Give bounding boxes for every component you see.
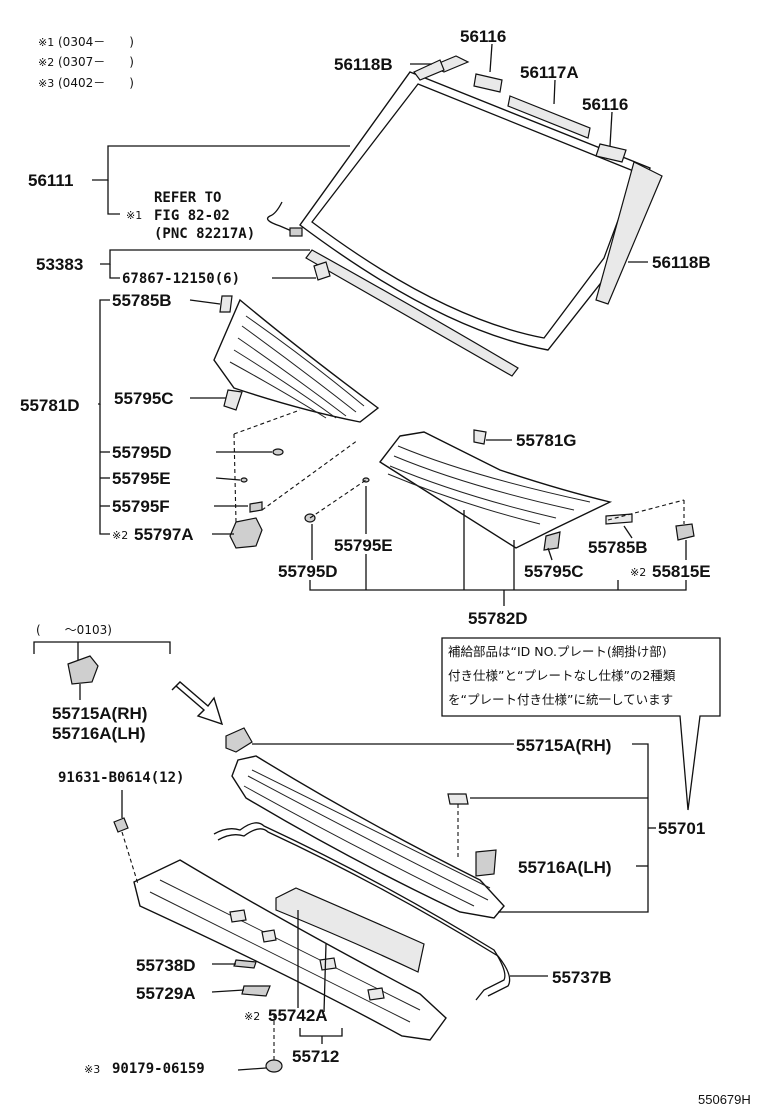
dashes-right [309,479,685,524]
period-label: ( ～0103) [36,623,112,637]
label-56116-top: 56116 [460,27,506,46]
leaders-cowl-right [309,439,687,606]
legend: ※1 (0304－ ) ※2 (0307－ ) ※3 (0402－ ) [38,35,134,90]
dashes-left [233,409,359,523]
bracket-rh [225,727,514,753]
label-55815E: 55815E [652,562,711,581]
refer-line-3: (PNC 82217A) [154,226,255,242]
note-callout [441,637,721,811]
label-55716A-right: 55716A(LH) [518,858,612,877]
label-56116-right: 56116 [582,95,628,114]
refer-line-2: FIG 82-02 [154,208,230,224]
label-55795D-left: 55795D [112,443,172,462]
label-56118B-top: 56118B [334,55,393,74]
cowl-panel-outer [231,755,505,919]
mark-90179: ※3 [84,1063,100,1076]
label-55738D: 55738D [136,956,196,975]
cowl-louver-right [304,429,695,551]
leaders-lower [121,743,656,1071]
label-55795F: 55795F [112,497,170,516]
note-line-3: を“プレート付き仕様”に統一しています [448,692,673,707]
label-55795E-left: 55795E [112,469,171,488]
windshield-glass [299,71,651,351]
label-55795D-mid: 55795D [278,562,338,581]
heater-wire [266,201,331,281]
label-55742A: 55742A [268,1006,328,1025]
label-90179: 90179-06159 [112,1061,205,1077]
label-56111: 56111 [28,171,73,190]
label-55729A: 55729A [136,984,196,1003]
label-55716A-left: 55716A(LH) [52,724,146,743]
legend-text-2: (0307－ ) [58,55,134,69]
label-56117A: 56117A [520,63,579,82]
label-53383: 53383 [36,255,83,274]
label-55715A-right: 55715A(RH) [516,736,611,755]
label-91631: 91631-B0614(12) [58,770,184,786]
label-67867: 67867-12150(6) [122,271,240,287]
label-55785B-right: 55785B [588,538,648,557]
cowl-louver-left [213,295,380,549]
label-55785B-left: 55785B [112,291,172,310]
legend-text-3: (0402－ ) [58,76,134,90]
moulding-strips [305,55,663,377]
label-55737B: 55737B [552,968,612,987]
cowl-panel-inner [133,859,447,1073]
mark-55797A: ※2 [112,529,128,542]
refer-mark: ※1 [126,209,142,222]
direction-arrow [171,681,224,726]
legend-mark-1: ※1 [38,36,54,49]
id-plate [275,887,425,973]
label-56118B-right: 56118B [652,253,711,272]
mark-55742A: ※2 [244,1010,260,1023]
label-55715A-left: 55715A(RH) [52,704,147,723]
label-55781G: 55781G [516,431,577,450]
label-55795C-right: 55795C [524,562,584,581]
leaders-windshield [92,43,648,279]
label-55781D: 55781D [20,396,80,415]
label-55712: 55712 [292,1047,339,1066]
label-55701: 55701 [658,819,705,838]
label-55782D: 55782D [468,609,528,628]
figure-code: 550679H [698,1092,751,1107]
label-55795E-mid: 55795E [334,536,393,555]
label-55797A: 55797A [134,525,194,544]
bolt [113,817,139,885]
refer-line-1: REFER TO [154,190,221,206]
legend-text-1: (0304－ ) [58,35,134,49]
old-bracket-group [33,641,171,700]
weatherstrip [213,822,511,1001]
note-line-2: 付き仕様”と“プレートなし仕様”の2種類 [448,668,676,683]
legend-mark-3: ※3 [38,77,54,90]
note-line-1: 補給部品は“ID NO.プレート(網掛け部) [448,644,667,659]
legend-mark-2: ※2 [38,56,54,69]
label-55795C-left: 55795C [114,389,174,408]
leaders-cowl-left [98,299,272,535]
mark-55815E: ※2 [630,566,646,579]
